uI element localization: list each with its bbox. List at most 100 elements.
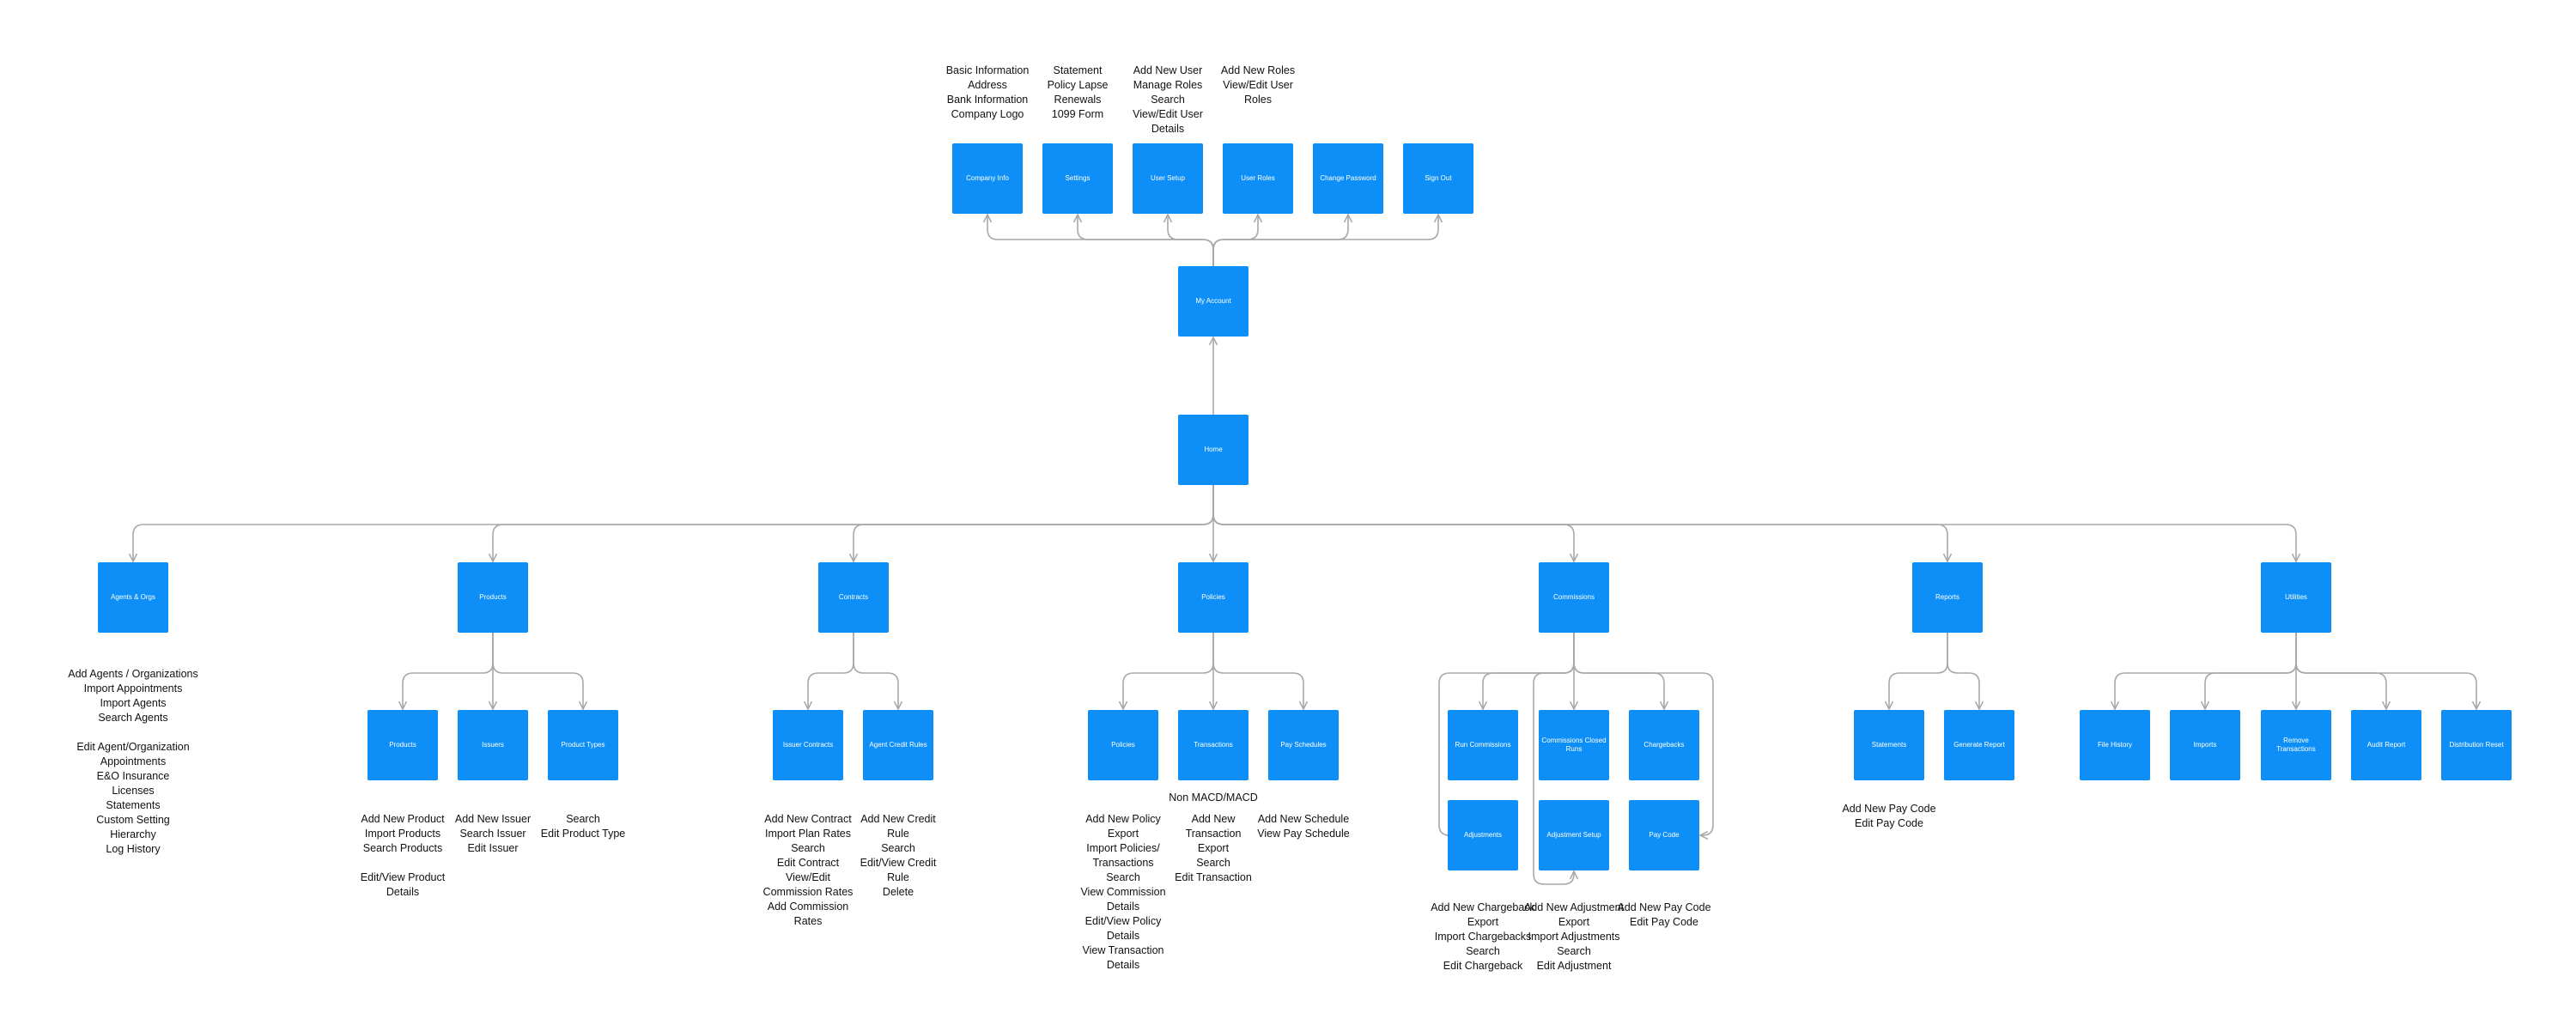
change-password-node[interactable]: Change Password xyxy=(1313,143,1383,214)
imports-node[interactable]: Imports xyxy=(2170,710,2240,780)
pay-code-node[interactable]: Pay Code xyxy=(1629,800,1699,870)
statements-node[interactable]: Statements xyxy=(1854,710,1924,780)
connector-home xyxy=(1212,485,1947,561)
file-history-node[interactable]: File History xyxy=(2080,710,2150,780)
note-line: Add New Pay Code xyxy=(1842,803,1936,815)
note-line: Custom Setting xyxy=(96,814,170,826)
note-line: Delete xyxy=(882,886,914,898)
note-line: Rule xyxy=(887,828,909,840)
policies-node[interactable]: Policies xyxy=(1178,562,1249,633)
agents-orgs-label: Agents & Orgs xyxy=(110,593,156,601)
adjustments-node[interactable]: Adjustments xyxy=(1448,800,1518,870)
note-line: Search xyxy=(1106,871,1140,883)
contracts-node[interactable]: Contracts xyxy=(818,562,889,633)
note-line: View Pay Schedule xyxy=(1257,828,1350,840)
transactions-label: Transactions xyxy=(1194,741,1233,749)
remove-transactions-node[interactable]: Remove Transactions xyxy=(2261,710,2331,780)
connector-my-account xyxy=(987,215,1214,266)
note-line: Export xyxy=(1558,916,1590,928)
note-line: Details xyxy=(1106,959,1140,971)
note-line: Company Logo xyxy=(951,108,1024,120)
pay-schedules-node[interactable]: Pay Schedules xyxy=(1268,710,1339,780)
commissions-closed-runs-label: Commissions Closed Runs xyxy=(1541,737,1607,753)
note-line: Search xyxy=(1196,857,1230,869)
connector-commissions-pay-code xyxy=(1573,633,1714,835)
policies-label: Policies xyxy=(1201,593,1225,601)
transactions-node[interactable]: Transactions xyxy=(1178,710,1249,780)
connector-my-account xyxy=(1212,215,1348,266)
note-line: Edit Pay Code xyxy=(1630,916,1698,928)
products-sub-node[interactable]: Products xyxy=(368,710,438,780)
agent-credit-rules-node[interactable]: Agent Credit Rules xyxy=(863,710,933,780)
distribution-reset-label: Distribution Reset xyxy=(2449,741,2504,749)
note-line: Import Appointments xyxy=(83,682,183,694)
agent-credit-rules-label: Agent Credit Rules xyxy=(869,741,927,749)
reports-label: Reports xyxy=(1935,593,1959,601)
audit-report-node[interactable]: Audit Report xyxy=(2351,710,2421,780)
products-node[interactable]: Products xyxy=(458,562,528,633)
my-account-node[interactable]: My Account xyxy=(1178,266,1249,337)
connector-my-account xyxy=(1212,215,1438,266)
chargebacks-node[interactable]: Chargebacks xyxy=(1629,710,1699,780)
note-line: Add New Schedule xyxy=(1257,813,1350,825)
policies-sub-node[interactable]: Policies xyxy=(1088,710,1158,780)
statements-label: Statements xyxy=(1871,741,1907,749)
note-line: Add New User xyxy=(1133,64,1203,76)
connector-commissions-adjustment-setup xyxy=(1533,633,1574,885)
note-line: Search xyxy=(566,813,600,825)
note-line: Edit/View Product xyxy=(360,871,446,883)
connector-home xyxy=(133,485,1214,561)
utilities-node[interactable]: Utilities xyxy=(2261,562,2331,633)
issuer-contracts-node[interactable]: Issuer Contracts xyxy=(773,710,843,780)
note-line: Add Agents / Organizations xyxy=(68,668,198,680)
note-line: Bank Information xyxy=(946,94,1029,106)
commissions-label: Commissions xyxy=(1552,593,1595,601)
note-line: View Transaction xyxy=(1082,944,1164,956)
home-label: Home xyxy=(1204,446,1223,453)
note-line: Roles xyxy=(1244,94,1272,106)
note-line: Search Products xyxy=(362,842,443,854)
note-line: Edit/View Policy xyxy=(1084,915,1162,927)
note-line: Rule xyxy=(887,871,909,883)
contracts-label: Contracts xyxy=(838,593,869,601)
home-node[interactable]: Home xyxy=(1178,415,1249,485)
commissions-node[interactable]: Commissions xyxy=(1539,562,1609,633)
agents-orgs-node[interactable]: Agents & Orgs xyxy=(98,562,168,633)
distribution-reset-node[interactable]: Distribution Reset xyxy=(2441,710,2512,780)
commissions-closed-runs-node[interactable]: Commissions Closed Runs xyxy=(1539,710,1609,780)
generate-report-node[interactable]: Generate Report xyxy=(1944,710,2014,780)
settings-node[interactable]: Settings xyxy=(1042,143,1113,214)
note-line: Export xyxy=(1197,842,1230,854)
note-line: Edit Adjustment xyxy=(1536,960,1612,972)
note-line: Import Chargebacks xyxy=(1434,931,1532,943)
user-roles-node[interactable]: User Roles xyxy=(1223,143,1293,214)
issuers-node[interactable]: Issuers xyxy=(458,710,528,780)
connector-my-account xyxy=(1168,215,1214,266)
note-line: Licenses xyxy=(112,785,155,797)
run-commissions-node[interactable]: Run Commissions xyxy=(1448,710,1518,780)
note-line: Add New xyxy=(1191,813,1236,825)
note-line: Policy Lapse xyxy=(1047,79,1109,91)
note-spacer xyxy=(64,725,202,740)
user-setup-node[interactable]: User Setup xyxy=(1133,143,1203,214)
note-line: Edit/View Credit xyxy=(860,857,937,869)
note-line: Add New Chargeback xyxy=(1431,901,1535,913)
note-line: Import Products xyxy=(364,828,441,840)
note-line: Add New Issuer xyxy=(454,813,532,825)
connector-utilities xyxy=(2205,633,2297,709)
connector-policies xyxy=(1212,633,1303,709)
transactions-top-notes: Non MACD/MACD xyxy=(1162,791,1265,805)
sign-out-node[interactable]: Sign Out xyxy=(1403,143,1473,214)
company-info-node[interactable]: Company Info xyxy=(952,143,1023,214)
product-types-node[interactable]: Product Types xyxy=(548,710,618,780)
chargebacks-label: Chargebacks xyxy=(1643,741,1685,749)
reports-node[interactable]: Reports xyxy=(1912,562,1983,633)
adjustment-setup-node[interactable]: Adjustment Setup xyxy=(1539,800,1609,870)
